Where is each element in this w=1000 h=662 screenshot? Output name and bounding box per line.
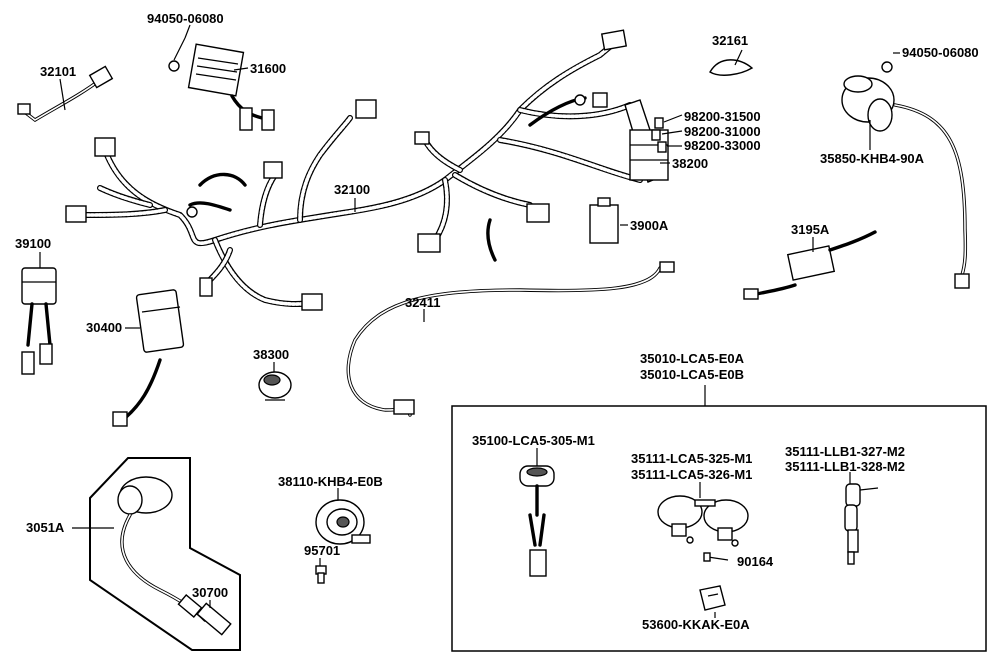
label-32161: 32161 — [712, 33, 749, 48]
harness-connector — [417, 233, 441, 253]
bolt-95701 — [315, 565, 327, 584]
label-38200: 38200 — [672, 156, 709, 171]
harness-connector — [414, 131, 430, 145]
screw-90164 — [703, 552, 729, 562]
main-wire-harness — [82, 42, 643, 308]
label-35010-lca5-e0a: 35010-LCA5-E0A — [640, 351, 745, 366]
fuse-box-38200 — [624, 99, 669, 183]
label-94050-06080-left: 94050-06080 — [147, 11, 224, 26]
harness-connector — [526, 203, 550, 223]
unit-3195A — [743, 230, 877, 300]
thin-lead — [198, 172, 247, 187]
label-94050-06080-right: 94050-06080 — [902, 45, 979, 60]
label-90164: 90164 — [737, 554, 774, 569]
label-39100: 39100 — [15, 236, 52, 251]
label-30400: 30400 — [86, 320, 123, 335]
ignition-coil-3051A — [117, 476, 232, 636]
sensor-lead-32101 — [17, 65, 114, 123]
label-31600: 31600 — [250, 61, 287, 76]
thin-lead — [188, 201, 232, 212]
label-35111-lca5-326-m1: 35111-LCA5-326-M1 — [631, 467, 753, 482]
harness-connector — [301, 293, 323, 311]
label-98200-31500: 98200-31500 — [684, 109, 761, 124]
harness-connector — [263, 161, 283, 179]
harness-connector — [199, 277, 213, 297]
buzzer-38300 — [258, 371, 292, 401]
harness-connector — [355, 99, 377, 119]
label-95701: 95701 — [304, 543, 341, 558]
label-98200-33000: 98200-33000 — [684, 138, 761, 153]
label-98200-31000: 98200-31000 — [684, 124, 761, 139]
label-35100-lca5-305-m1: 35100-LCA5-305-M1 — [472, 433, 595, 448]
regulator-31600 — [168, 37, 275, 131]
label-30700: 30700 — [192, 585, 229, 600]
label-3195a: 3195A — [791, 222, 830, 237]
ring-terminal — [574, 94, 586, 106]
key-set-box — [451, 405, 987, 652]
label-35010-lca5-e0b: 35010-LCA5-E0B — [640, 367, 745, 382]
label-35111-llb1-328-m2: 35111-LLB1-328-M2 — [785, 459, 905, 474]
label-35850-khb4-90a: 35850-KHB4-90A — [820, 151, 925, 166]
thin-lead — [486, 218, 497, 262]
label-35111-llb1-327-m2: 35111-LLB1-327-M2 — [785, 444, 905, 459]
harness-connector — [94, 137, 116, 157]
seat-lock-35100 — [519, 465, 555, 577]
label-38300: 38300 — [253, 347, 290, 362]
cdi-30400 — [112, 289, 185, 427]
label-32411: 32411 — [405, 295, 441, 310]
label-53600-kkak-e0a: 53600-KKAK-E0A — [642, 617, 750, 632]
keys-35111-lca5 — [657, 495, 749, 547]
label-38110-khb4-e0b: 38110-KHB4-E0B — [278, 474, 383, 489]
harness-connector — [592, 92, 608, 108]
cable-32411 — [346, 261, 675, 417]
coil-group-outline-3051A — [89, 457, 241, 651]
label-32100: 32100 — [334, 182, 371, 197]
relay-3900A — [589, 197, 619, 244]
harness-connector — [65, 205, 87, 223]
clamp-32161 — [709, 59, 754, 76]
label-35111-lca5-325-m1: 35111-LCA5-325-M1 — [631, 451, 753, 466]
unit-39100 — [21, 267, 57, 375]
cover-53600 — [699, 585, 726, 611]
ring-terminal — [186, 206, 198, 218]
label-3900a: 3900A — [630, 218, 669, 233]
ignition-switch-35850 — [841, 61, 970, 289]
label-32101: 32101 — [40, 64, 77, 79]
keys-35111-llb1 — [844, 483, 879, 565]
horn-38110 — [315, 499, 371, 545]
harness-connector — [600, 29, 628, 51]
leader-lines — [39, 24, 900, 618]
label-3051a: 3051A — [26, 520, 65, 535]
